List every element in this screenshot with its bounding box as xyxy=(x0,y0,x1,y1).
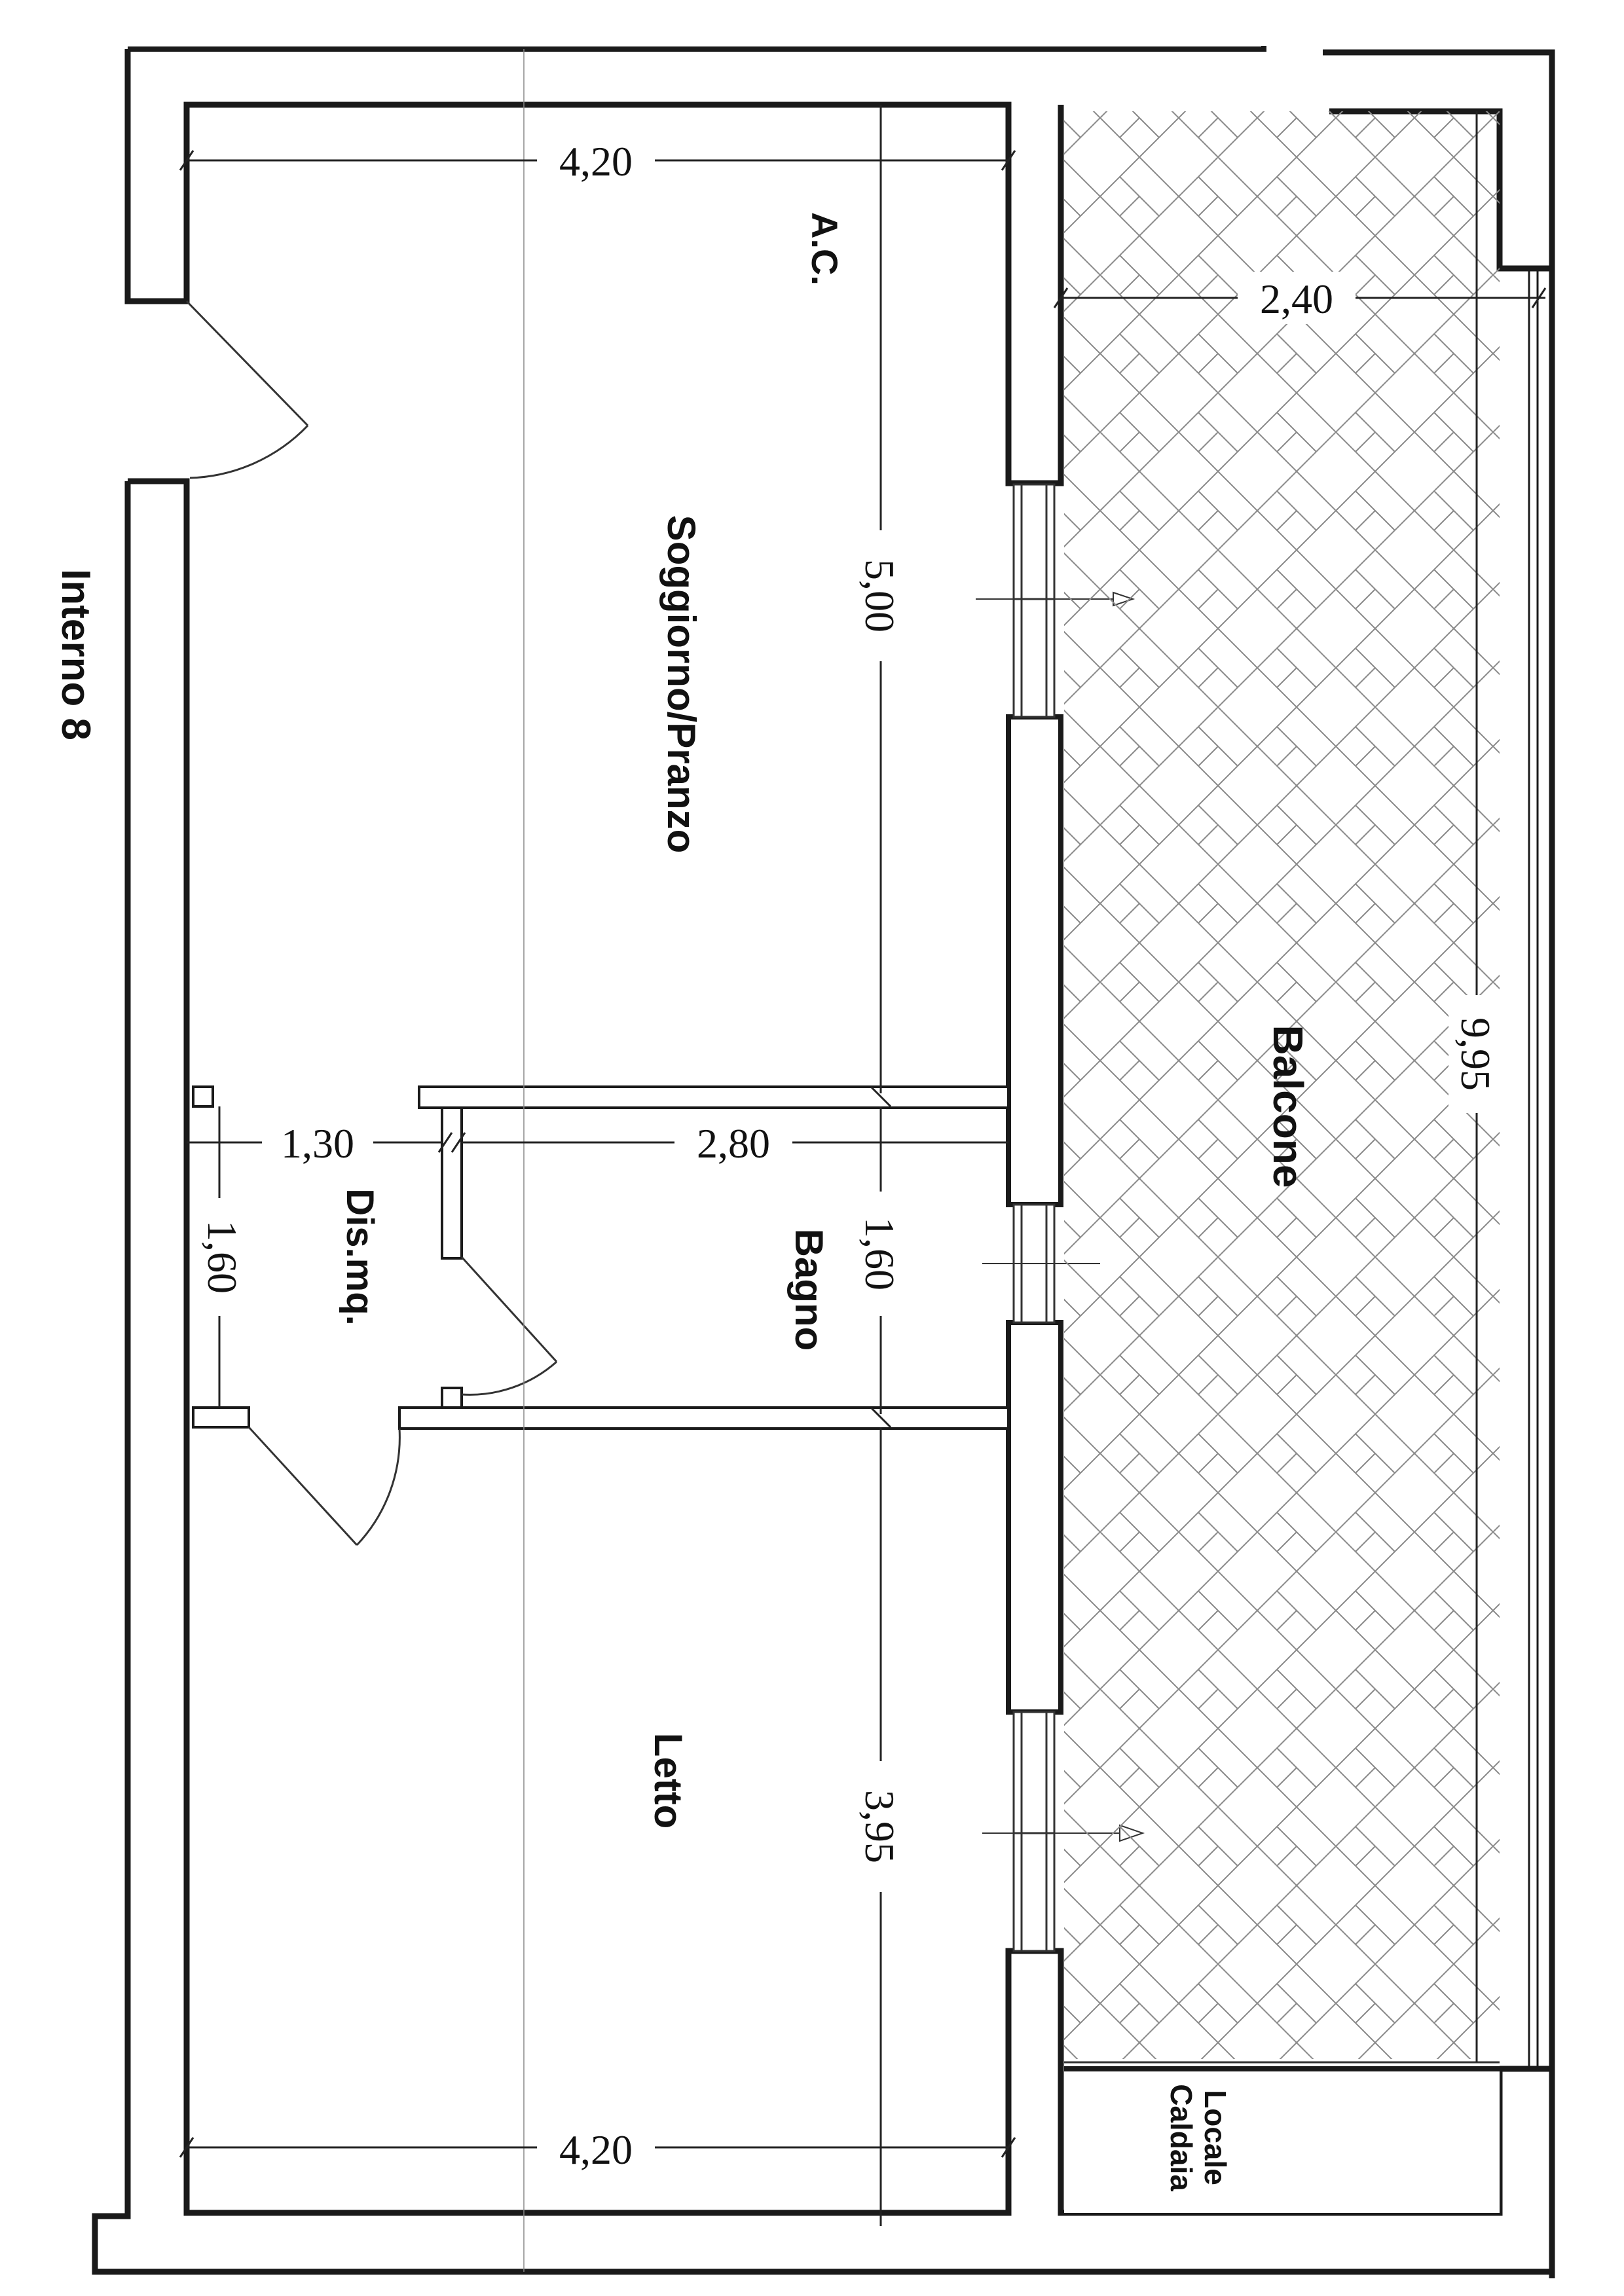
dimension-labels: 4,20 5,00 1,60 3,95 4,20 1,30 2,80 1,60 … xyxy=(196,131,1505,2173)
outer-walls xyxy=(92,46,1555,2278)
door-bagno-swing xyxy=(461,1360,557,1396)
dim-soggiorno-width: 4,20 xyxy=(559,138,633,185)
dis-wall-lower xyxy=(441,1387,463,1409)
doors xyxy=(185,300,558,1546)
dim-letto-width: 4,20 xyxy=(559,2126,633,2173)
label-disimpegno: Dis.mq. xyxy=(339,1188,381,1326)
dis-stub-lower xyxy=(192,1406,250,1429)
dis-stub-upper xyxy=(192,1085,214,1108)
bagno-wall-lower xyxy=(398,1406,1010,1430)
windows xyxy=(1012,483,1056,1952)
dim-bagno-length: 1,60 xyxy=(857,1217,903,1290)
door-entry-leaf xyxy=(185,300,309,427)
dim-letto-length: 3,95 xyxy=(857,1790,903,1863)
label-unit: Interno 8 xyxy=(53,569,98,740)
outer-wall-top xyxy=(128,46,1266,52)
dim-balcone-length: 9,95 xyxy=(1452,1017,1499,1091)
door-bagno-leaf xyxy=(460,1256,558,1363)
label-soggiorno: Soggiorno/Pranzo xyxy=(659,515,703,854)
outer-wall-left-lower xyxy=(92,481,1067,2275)
window-soggiorno xyxy=(1012,483,1056,718)
label-locale-caldaia-2: Caldaia xyxy=(1164,2084,1198,2191)
door-entry-swing xyxy=(189,424,309,479)
locale-caldaia xyxy=(1064,2066,1500,2213)
dim-balcone-width: 2,40 xyxy=(1260,276,1333,322)
dim-bagno-width: 2,80 xyxy=(697,1120,770,1167)
label-bagno: Bagno xyxy=(787,1229,831,1351)
outer-wall-left xyxy=(128,478,1555,2278)
dim-dis-width: 1,30 xyxy=(281,1120,354,1167)
label-balcone: Balcone xyxy=(1264,1025,1312,1188)
balcone-area xyxy=(1064,111,1539,2069)
door-letto-swing xyxy=(356,1428,401,1546)
label-locale-caldaia-1: Locale xyxy=(1198,2090,1232,2185)
dim-dis-length: 1,60 xyxy=(199,1220,246,1294)
balcone-floor xyxy=(1064,111,1500,2059)
door-letto-leaf xyxy=(248,1426,358,1546)
room-labels: A.C. Soggiorno/Pranzo Bagno Dis.mq. Lett… xyxy=(53,212,1312,2191)
dim-soggiorno-length: 5,00 xyxy=(857,559,903,632)
dis-wall-upper xyxy=(441,1106,463,1260)
facade-pier-2 xyxy=(1006,1320,1063,1715)
bagno-wall-upper xyxy=(418,1085,1010,1109)
label-ac: A.C. xyxy=(804,212,845,285)
outer-wall-left-top xyxy=(124,49,1064,486)
bagno-walls xyxy=(192,1085,1010,1430)
label-letto: Letto xyxy=(646,1733,690,1829)
window-letto xyxy=(1012,1711,1056,1952)
facade-pier-1 xyxy=(1006,714,1063,1207)
